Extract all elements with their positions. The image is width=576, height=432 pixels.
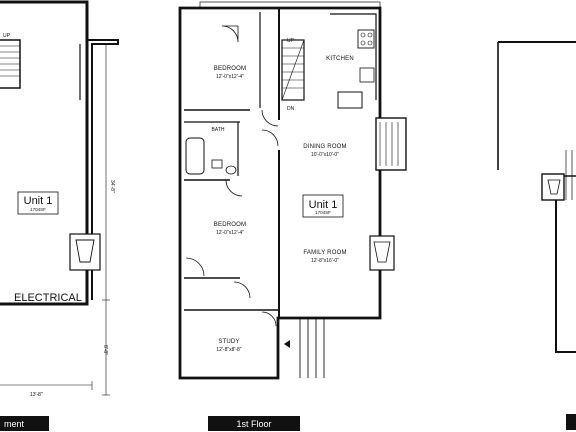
stair-dn-label: DN [287,106,295,112]
basement-electrical-label: ELECTRICAL [14,292,82,304]
first-floor-plan: UP DN [178,1,407,431]
basement-dimension-bottom: 13'-8" [30,392,43,398]
bedroom-top-name: BEDROOM [214,66,246,72]
first-floor-stair [281,39,305,101]
basement-unit-label: Unit 1 [24,195,53,207]
basement-outer-wall [0,0,89,306]
second-floor-chimney [541,173,565,201]
basement-caption-bar [0,416,49,431]
second-floor-caption-bar [566,414,576,430]
basement-dimension-small: 8'-8" [102,345,108,355]
first-floor-unit-box [302,194,344,218]
bath-fixtures [185,137,237,175]
hall-closet-door [233,281,251,299]
entry-arrow-icon [284,340,290,348]
second-floor-porch-rails [565,150,573,200]
basement-unit-box [17,191,59,215]
basement-unit-area: 1704SF [30,207,46,212]
basement-stair-treads [0,45,20,77]
dining-name: DINING ROOM [303,144,347,150]
dining-size: 10'-0"x10'-0" [311,152,339,158]
study-door [261,311,277,327]
study-size: 12'-8"x8'-8" [216,347,241,353]
kitchen-name: KITCHEN [326,56,354,62]
bedroom-top-door [221,25,239,43]
kitchen-counters [330,13,377,109]
hall-door-2 [261,129,279,147]
second-floor-lower-wall [555,200,576,353]
basement-fireplace [69,233,101,271]
bedroom-bottom-door [225,179,243,197]
stair-up-label: UP [287,38,295,44]
first-floor-fireplace [369,235,395,271]
first-floor-unit-area: 1704SF [315,210,331,215]
family-name: FAMILY ROOM [303,250,346,256]
study-name: STUDY [218,339,239,345]
basement-plan: UP Unit 1 1704SF ELECTRICAL 34'-8" 8'-8"… [0,0,119,431]
first-floor-caption: 1st Floor [236,419,271,429]
second-floor-plan [497,41,576,430]
basement-dimension-side: 34'-8" [109,180,115,193]
first-floor-caption-bar [208,416,300,431]
basement-dimensions [0,44,110,396]
family-size: 12'-8"x16'-0" [311,258,339,264]
rear-porch [375,117,407,171]
bedroom-top-size: 12'-0"x12'-4" [216,74,244,80]
basement-east-wall [87,39,119,300]
bedroom-bottom-closet-door [185,257,205,277]
basement-stair-label: UP [3,33,11,39]
second-floor-fireplace [547,179,561,195]
first-floor-unit-label: Unit 1 [309,199,338,211]
bedroom-bottom-size: 12'-0"x12'-4" [216,230,244,236]
basement-caption: ment [4,419,25,429]
front-steps [299,318,325,378]
bedroom-bottom-name: BEDROOM [214,222,246,228]
bath-name: BATH [212,127,225,133]
hall-door-1 [261,109,279,127]
